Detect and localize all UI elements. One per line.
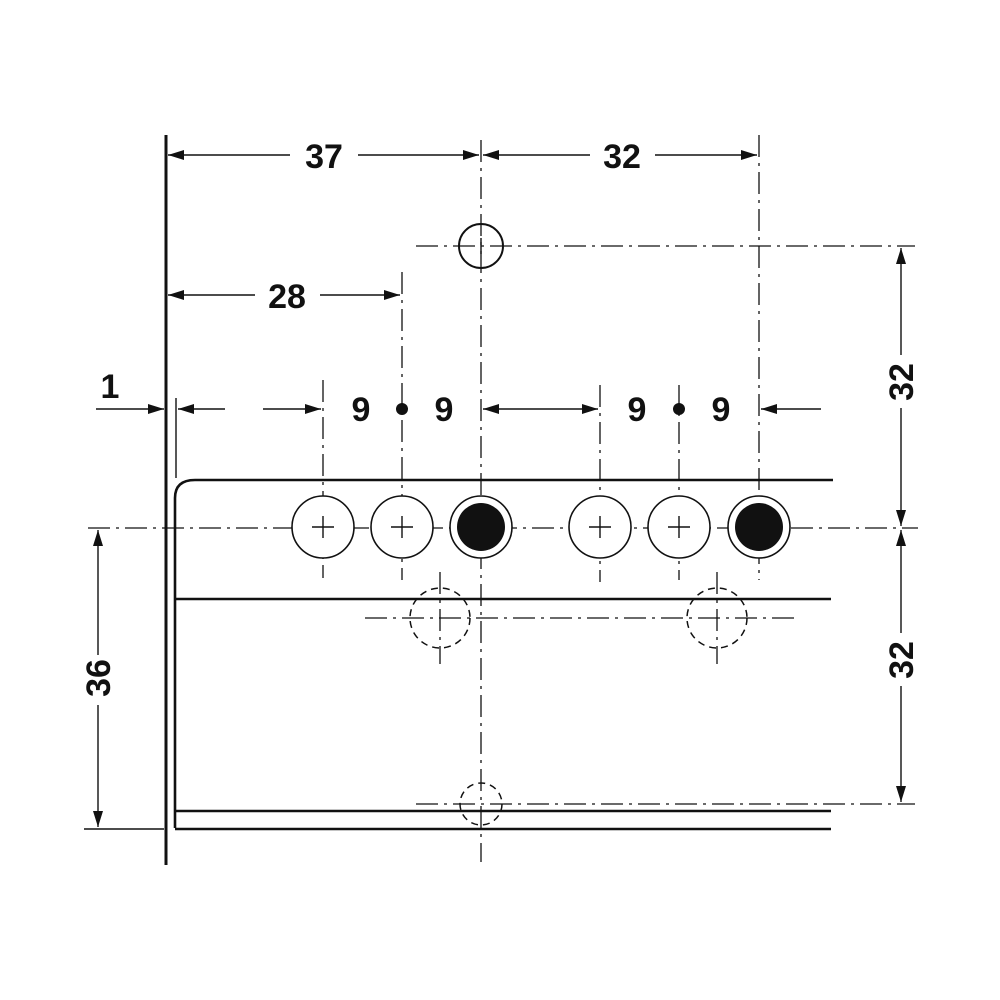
spacing-label-a2: 9 xyxy=(435,391,454,429)
dimension-32-top-label: 32 xyxy=(603,138,641,176)
spacing-label-b2: 9 xyxy=(712,391,731,429)
hole-spacing-right: 9 9 xyxy=(543,391,821,429)
hole-crosshairs xyxy=(312,516,690,538)
spacing-dot-left xyxy=(396,403,408,415)
dimension-28-label: 28 xyxy=(268,278,306,316)
dimension-32-right-lower: 32 xyxy=(883,530,921,802)
profile-outline xyxy=(173,478,833,828)
bottom-hidden-hole xyxy=(459,782,503,826)
dimension-32-right-lower-label: 32 xyxy=(883,641,921,679)
spacing-label-b1: 9 xyxy=(628,391,647,429)
dimension-32-right-upper: 32 xyxy=(883,248,921,526)
hole-6-fill xyxy=(735,503,783,551)
lower-hidden-hole-a xyxy=(409,587,471,649)
hole-spacing-left: 9 9 xyxy=(263,391,543,429)
hole-3-fill xyxy=(457,503,505,551)
dimension-36-label: 36 xyxy=(80,659,118,697)
dimension-28: 28 xyxy=(168,278,400,316)
dimension-37-label: 37 xyxy=(305,138,343,176)
dimension-1-label: 1 xyxy=(101,368,120,406)
dimension-32-right-upper-label: 32 xyxy=(883,363,921,401)
dimension-36: 36 xyxy=(80,530,164,830)
spacing-label-a1: 9 xyxy=(352,391,371,429)
spacing-dot-right xyxy=(673,403,685,415)
lower-hidden-hole-b xyxy=(686,587,748,649)
dimension-1: 1 xyxy=(96,368,225,478)
top-hole xyxy=(458,223,504,269)
dimension-37: 37 xyxy=(168,138,479,176)
dimension-32-top: 32 xyxy=(483,138,757,176)
